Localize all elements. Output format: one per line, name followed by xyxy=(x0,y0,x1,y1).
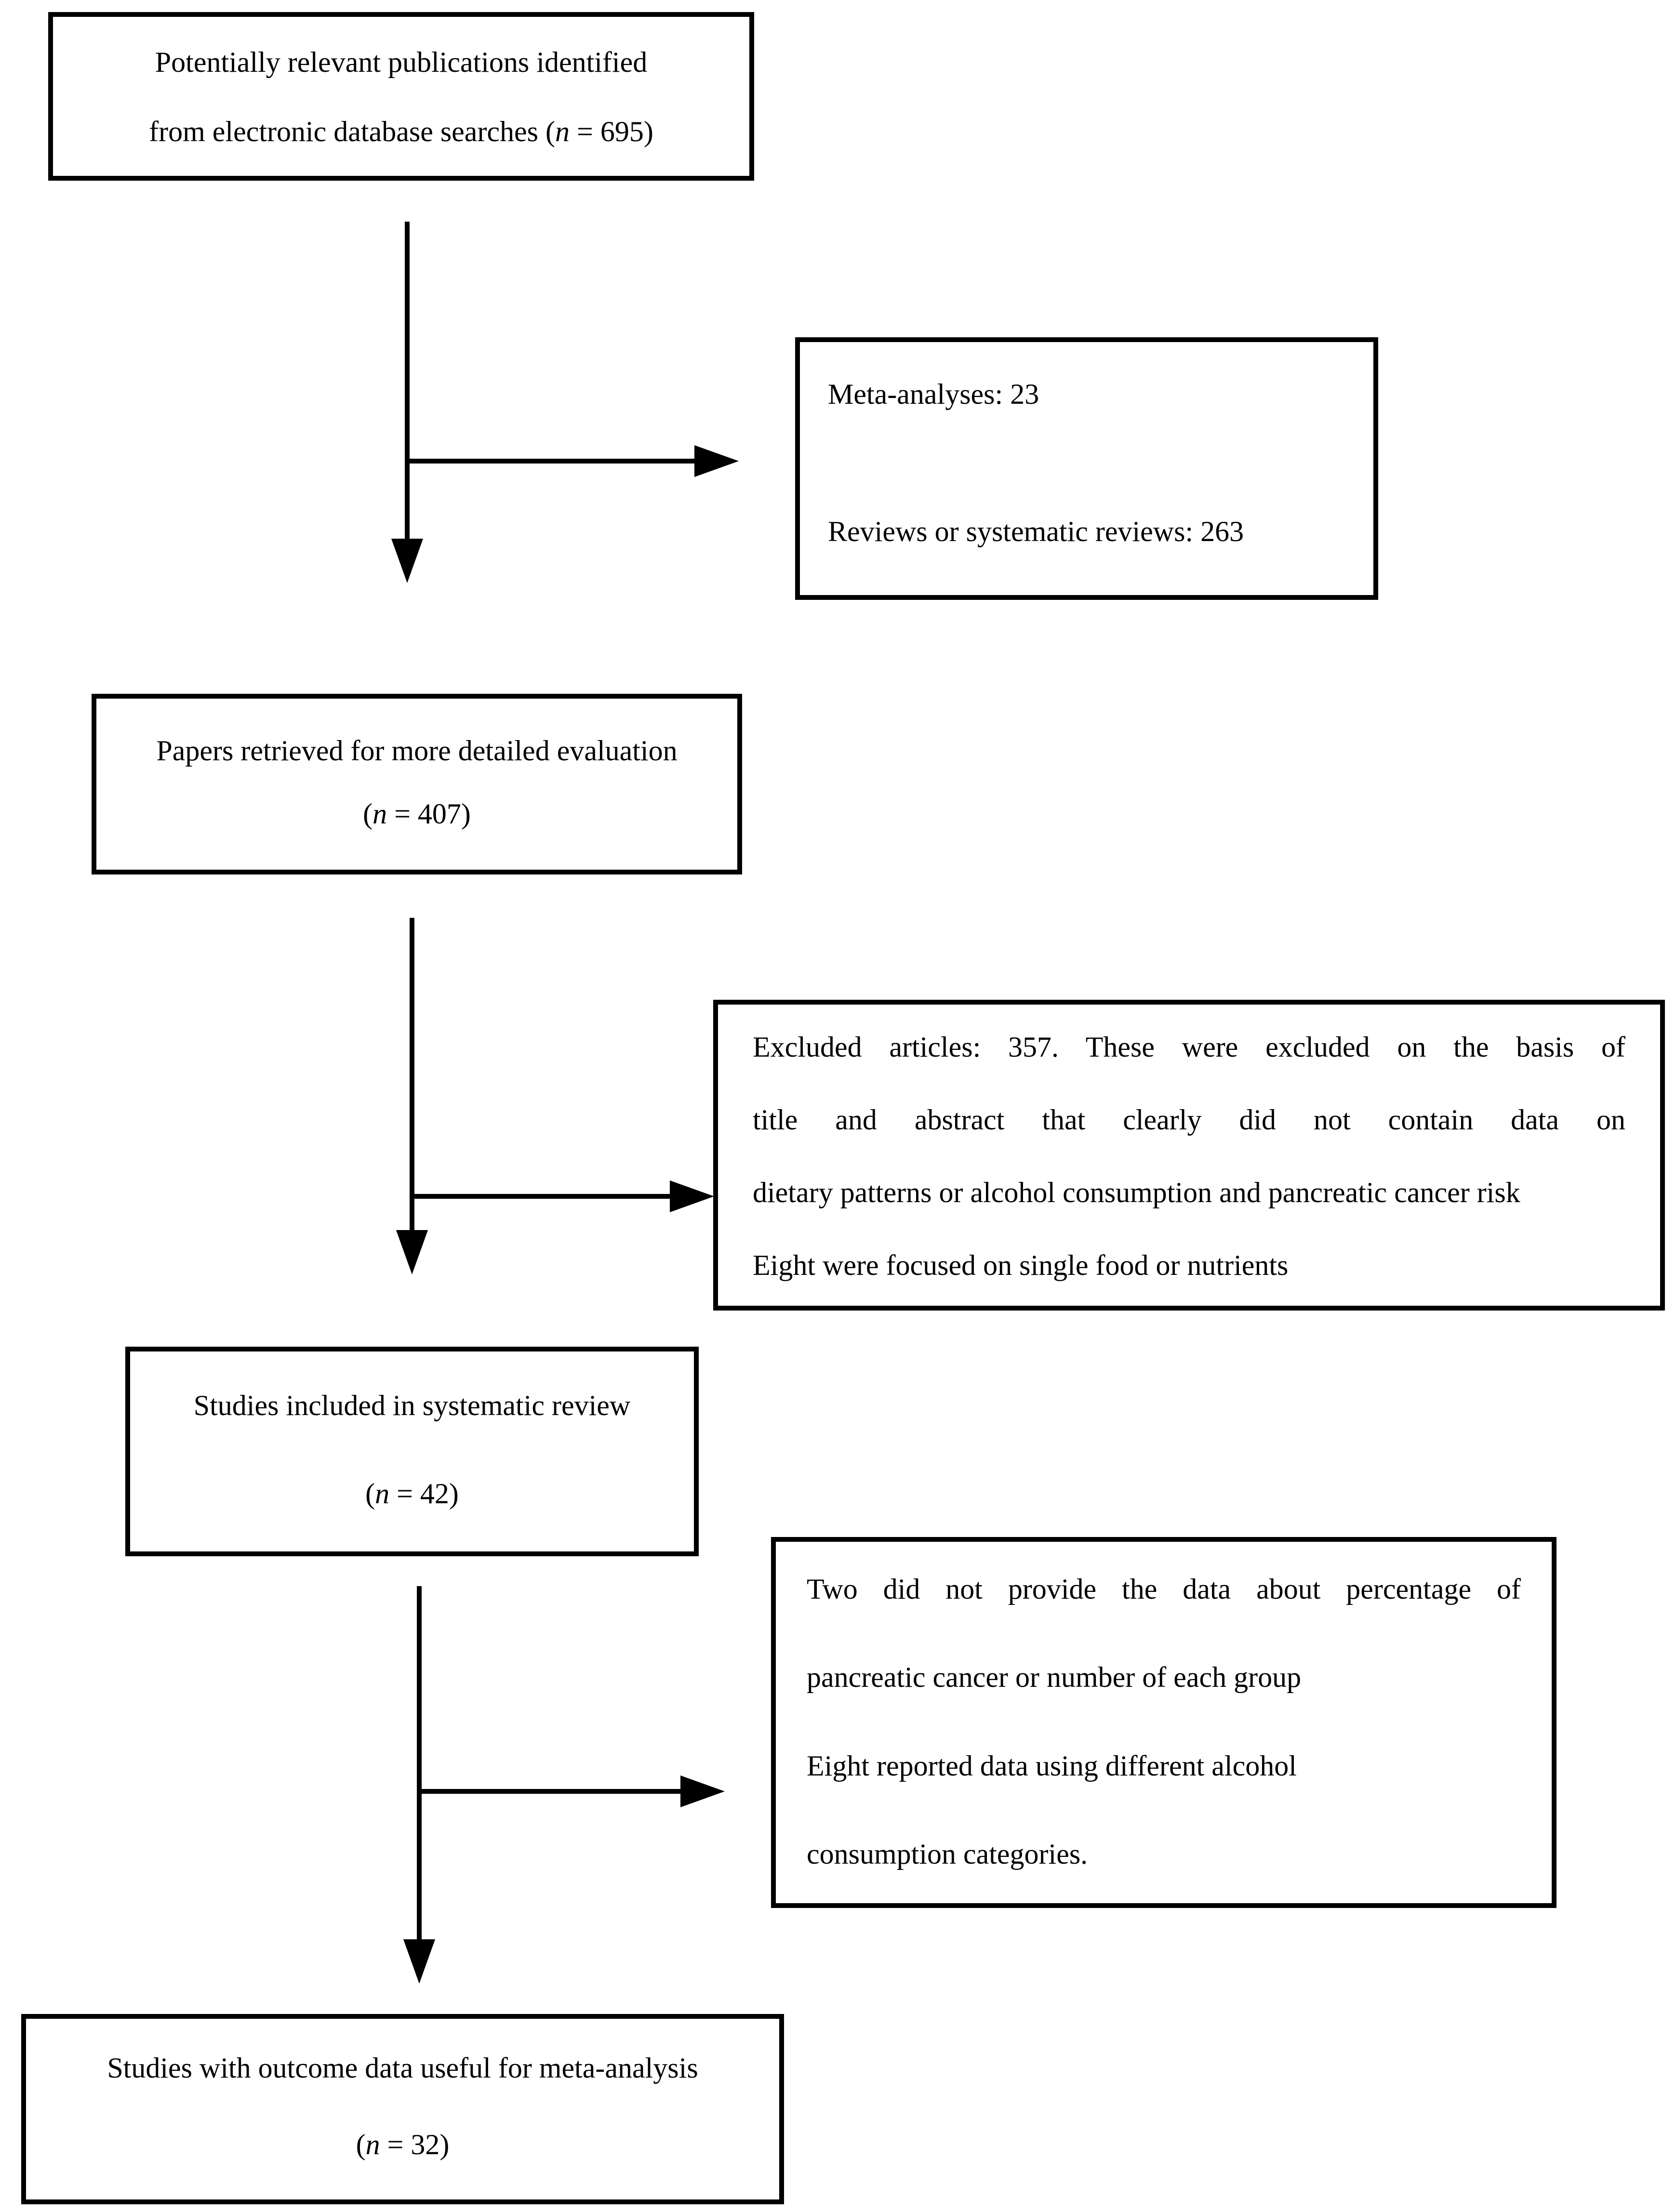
excluded-meta-line-3: Eight reported data using different alco… xyxy=(807,1749,1297,1782)
box-included-systematic-review: Studies included in systematic review (n… xyxy=(125,1347,699,1556)
branch-line-to-excluded xyxy=(412,1194,672,1199)
arrowhead-down-to-meta-analysis xyxy=(403,1939,435,1984)
arrow-line-included-to-meta-analysis xyxy=(417,1586,422,1940)
box-papers-retrieved: Papers retrieved for more detailed evalu… xyxy=(92,694,742,874)
arrow-line-identified-to-retrieved xyxy=(405,222,410,540)
line-text: ( xyxy=(363,798,373,830)
arrowhead-down-to-included xyxy=(396,1230,428,1274)
italic-n: n xyxy=(375,1478,390,1510)
italic-n: n xyxy=(365,2129,380,2160)
italic-n: n xyxy=(555,116,570,147)
box-outcome-data-meta-analysis: Studies with outcome data useful for met… xyxy=(21,2014,784,2204)
papers-retrieved-line-1: Papers retrieved for more detailed evalu… xyxy=(156,735,678,767)
arrowhead-right-to-excluded xyxy=(670,1180,714,1212)
box-meta-analyses-reviews: Meta-analyses: 23 Reviews or systematic … xyxy=(795,337,1378,600)
arrowhead-right-to-meta-reviews xyxy=(694,445,739,477)
line-text: ( xyxy=(365,1478,375,1510)
arrowhead-right-to-excluded-meta xyxy=(680,1775,725,1807)
excluded-meta-line-4: consumption categories. xyxy=(807,1838,1088,1870)
arrowhead-down-to-retrieved xyxy=(391,539,423,583)
line-text: = 42) xyxy=(389,1478,459,1510)
publications-identified-line-1: Potentially relevant publications identi… xyxy=(155,46,648,78)
excluded-articles-line-1: Excluded articles: 357. These were exclu… xyxy=(753,1031,1625,1063)
box-excluded-articles: Excluded articles: 357. These were exclu… xyxy=(713,1000,1665,1311)
line-text: = 32) xyxy=(380,2129,450,2160)
italic-n: n xyxy=(372,798,387,830)
excluded-articles-line-3: dietary patterns or alcohol consumption … xyxy=(753,1177,1520,1208)
line-text: = 695) xyxy=(570,116,653,147)
meta-reviews-line-2: Reviews or systematic reviews: 263 xyxy=(828,516,1244,547)
branch-line-to-excluded-meta xyxy=(419,1789,682,1794)
included-review-line-1: Studies included in systematic review xyxy=(193,1390,631,1421)
box-excluded-meta-analysis-reasons: Two did not provide the data about perce… xyxy=(771,1537,1556,1908)
branch-line-to-meta-reviews xyxy=(407,459,696,464)
line-text: = 407) xyxy=(387,798,471,830)
excluded-articles-line-2: title and abstract that clearly did not … xyxy=(753,1104,1625,1136)
papers-retrieved-count: (n = 407) xyxy=(116,796,718,831)
box-publications-identified: Potentially relevant publications identi… xyxy=(48,12,754,181)
line-text: ( xyxy=(356,2129,366,2160)
included-review-count: (n = 42) xyxy=(149,1476,675,1511)
excluded-meta-line-1: Two did not provide the data about perce… xyxy=(807,1573,1521,1605)
line-text: from electronic database searches ( xyxy=(149,116,556,147)
meta-analysis-line-1: Studies with outcome data useful for met… xyxy=(107,2052,698,2084)
meta-reviews-line-1: Meta-analyses: 23 xyxy=(828,378,1039,410)
publications-identified-line-2: from electronic database searches (n = 6… xyxy=(72,114,730,149)
meta-analysis-count: (n = 32) xyxy=(45,2127,760,2162)
excluded-meta-line-2: pancreatic cancer or number of each grou… xyxy=(807,1661,1302,1694)
excluded-articles-line-4: Eight were focused on single food or nut… xyxy=(753,1249,1289,1281)
arrow-line-retrieved-to-included xyxy=(410,918,414,1231)
